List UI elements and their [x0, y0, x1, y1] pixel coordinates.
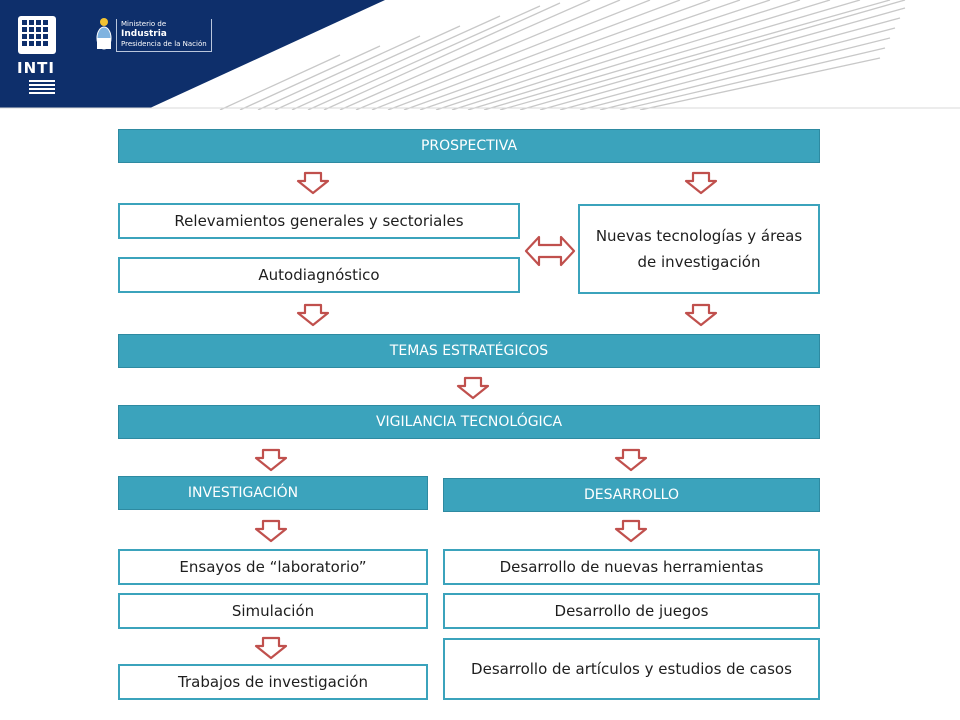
nuevas-tecnologias-box: Nuevas tecnologías y áreas de investigac… [578, 204, 820, 294]
arrow-down-icon [456, 376, 490, 400]
arrow-down-icon [614, 448, 648, 472]
arrow-down-icon [254, 448, 288, 472]
inti-logo-text: INTI [17, 59, 55, 77]
simulacion-box: Simulación [118, 593, 428, 629]
national-shield-icon [96, 18, 112, 50]
arrow-down-icon [684, 303, 718, 327]
arrow-down-icon [684, 171, 718, 195]
ministerio-label: Ministerio de Industria Presidencia de l… [116, 19, 212, 52]
trabajos-box: Trabajos de investigación [118, 664, 428, 700]
investigacion-bar: INVESTIGACIÓN [118, 476, 428, 510]
temas-estrategicos-bar: TEMAS ESTRATÉGICOS [118, 334, 820, 368]
relevamientos-box: Relevamientos generales y sectoriales [118, 203, 520, 239]
arrow-down-icon [254, 636, 288, 660]
desarrollo-juegos-box: Desarrollo de juegos [443, 593, 820, 629]
ministerio-line3: Presidencia de la Nación [121, 40, 207, 48]
arrow-down-icon [614, 519, 648, 543]
inti-stripes-icon [29, 80, 55, 94]
inti-logo-icon [18, 16, 56, 54]
header-banner: INTI Ministerio de Industria Presidencia… [0, 0, 960, 110]
arrow-down-icon [296, 171, 330, 195]
arrow-down-icon [296, 303, 330, 327]
prospectiva-bar: PROSPECTIVA [118, 129, 820, 163]
vigilancia-bar: VIGILANCIA TECNOLÓGICA [118, 405, 820, 439]
desarrollo-bar: DESARROLLO [443, 478, 820, 512]
ministerio-line2: Industria [121, 29, 167, 39]
header-background [0, 0, 960, 110]
ensayos-box: Ensayos de “laboratorio” [118, 549, 428, 585]
arrow-down-icon [254, 519, 288, 543]
desarrollo-herramientas-box: Desarrollo de nuevas herramientas [443, 549, 820, 585]
ministerio-line1: Ministerio de [121, 20, 167, 28]
desarrollo-articulos-box: Desarrollo de artículos y estudios de ca… [443, 638, 820, 700]
double-arrow-icon [524, 235, 576, 267]
autodiagnostico-box: Autodiagnóstico [118, 257, 520, 293]
